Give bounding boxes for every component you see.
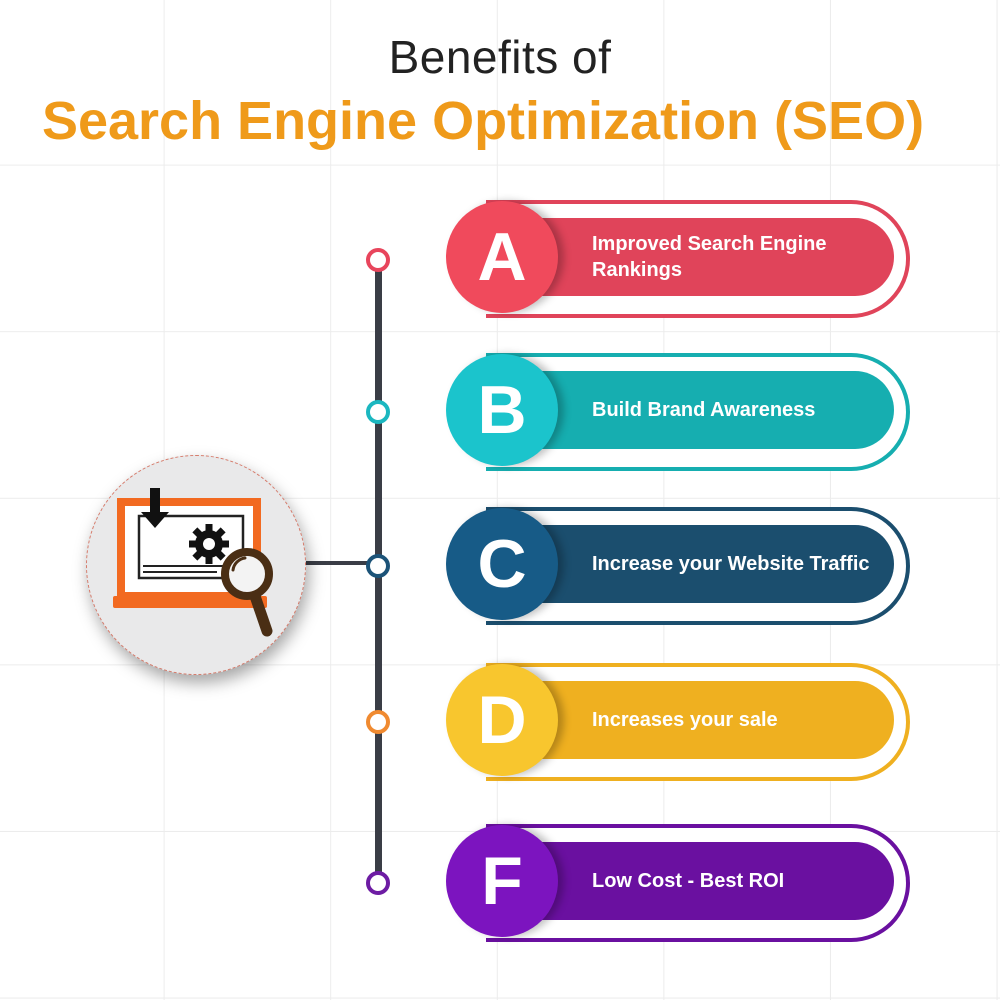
seo-laptop-magnifier-icon [113,488,273,637]
benefit-f: Low Cost - Best ROI F [446,824,914,942]
icon-connector-line [300,561,378,565]
title-seo: Search Engine Optimization (SEO) [41,91,925,151]
benefit-pill [506,681,894,759]
timeline-node-c [366,554,390,578]
benefit-badge: B [446,354,558,466]
benefit-c: Increase your Website Traffic C [446,507,914,625]
benefit-badge: A [446,201,558,313]
benefit-pill [506,371,894,449]
benefit-badge: C [446,508,558,620]
benefit-pill [506,842,894,920]
benefit-b: Build Brand Awareness B [446,353,914,471]
benefit-badge: D [446,664,558,776]
benefit-pill [506,525,894,603]
title-benefits-of: Benefits of [388,31,612,83]
timeline-node-a [366,248,390,272]
benefit-d: Increases your sale D [446,663,914,781]
timeline-node-f [366,871,390,895]
benefit-label: Increase your Website Traffic [592,553,870,575]
timeline-node-b [366,400,390,424]
seo-icon-circle [86,455,306,675]
benefit-label: Improved Search Engine Rankings [592,233,827,281]
benefit-a: Improved Search Engine Rankings A [446,200,914,318]
benefit-badge: F [446,825,558,937]
benefit-label: Increases your sale [592,709,778,731]
benefit-pill [506,218,894,296]
benefit-label: Low Cost - Best ROI [592,870,785,892]
timeline-node-d [366,710,390,734]
benefit-label: Build Brand Awareness [592,399,816,421]
